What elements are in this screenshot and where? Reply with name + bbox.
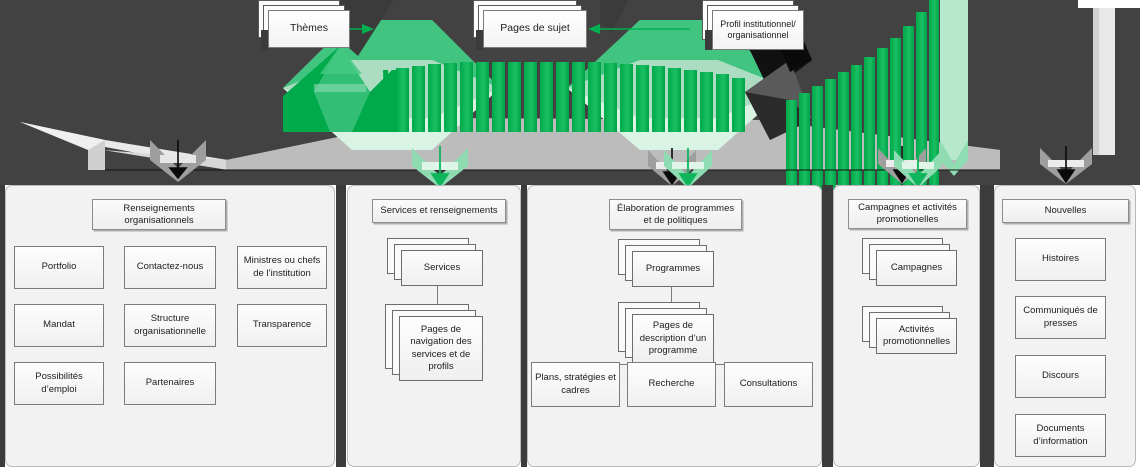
node-services[interactable]: Services — [387, 238, 483, 286]
node-programmes[interactable]: Programmes — [618, 239, 714, 287]
node-contactez-nous[interactable]: Contactez-nous — [124, 246, 216, 289]
stack-dark-edge — [705, 30, 713, 50]
panel-separator-1 — [336, 185, 346, 467]
node-communiques-de-presses[interactable]: Communiqués de presses — [1015, 296, 1106, 339]
top-node-label: Thèmes — [268, 10, 350, 48]
white-corner-cut — [1078, 0, 1140, 8]
top-node-pages-de-sujet[interactable]: Pages de sujet — [473, 0, 587, 50]
arrow-down-panel-2 — [412, 146, 468, 188]
node-label: Pages de navigation des services et de p… — [399, 316, 483, 381]
node-ministres-ou-chefs-de-l-institution[interactable]: Ministres ou chefs de l’institution — [237, 246, 327, 289]
panel-header[interactable]: Nouvelles — [1002, 199, 1129, 223]
green-stripe-fan-center — [283, 46, 745, 132]
node-label: Programmes — [632, 251, 714, 287]
node-mandat[interactable]: Mandat — [14, 304, 104, 347]
node-activites-promotionnelles[interactable]: Activités promotionnelles — [862, 306, 957, 354]
panel-header[interactable]: Services et renseignements — [372, 199, 506, 223]
panel-separator-left-edge — [0, 185, 5, 467]
arrow-down-panel-3 — [648, 148, 712, 188]
panel-separator-4 — [980, 185, 994, 467]
node-documents-d-information[interactable]: Documents d’information — [1015, 414, 1106, 457]
connector-programmes-to-description — [671, 287, 672, 302]
node-pages-de-description-d-un-programme[interactable]: Pages de description d’un programme — [618, 302, 714, 364]
node-recherche[interactable]: Recherche — [627, 362, 716, 407]
node-discours[interactable]: Discours — [1015, 355, 1106, 398]
connector-services-to-pages — [437, 286, 438, 304]
top-node-label: Pages de sujet — [483, 10, 587, 48]
top-node-profil-institutionnel-organisationnel[interactable]: Profil institutionnel/ organisationnel — [702, 0, 804, 50]
panel-header[interactable]: Renseignements organisationnels — [92, 199, 226, 230]
node-partenaires[interactable]: Partenaires — [124, 362, 216, 405]
node-label: Services — [401, 250, 483, 286]
panel-header[interactable]: Campagnes et activités promotionelles — [848, 199, 967, 229]
arrow-down-panel-1 — [150, 140, 206, 182]
node-pages-de-navigation-des-services-et-de-profils[interactable]: Pages de navigation des services et de p… — [385, 304, 483, 381]
panel-header[interactable]: Élaboration de programmes et de politiqu… — [609, 199, 742, 230]
node-transparence[interactable]: Transparence — [237, 304, 327, 347]
panel-separator-3 — [822, 185, 833, 467]
stack-dark-edge — [476, 30, 484, 50]
node-structure-organisationnelle[interactable]: Structure organisationnelle — [124, 304, 216, 347]
top-node-label: Profil institutionnel/ organisationnel — [712, 10, 804, 50]
arrow-down-panel-4 — [878, 146, 942, 188]
stack-dark-edge — [261, 30, 269, 50]
panel-elaboration-de-programmes-et-de-politiques: Élaboration de programmes et de politiqu… — [527, 185, 822, 467]
panel-renseignements-organisationnels: Renseignements organisationnels Portfoli… — [5, 185, 335, 467]
node-label: Activités promotionnelles — [876, 318, 957, 354]
node-consultations[interactable]: Consultations — [724, 362, 813, 407]
node-possibilites-d-emploi[interactable]: Possibilités d’emploi — [14, 362, 104, 405]
green-stripe-fan-right — [786, 0, 968, 190]
top-node-themes[interactable]: Thèmes — [258, 0, 350, 50]
node-label: Pages de description d’un programme — [632, 314, 714, 364]
panel-campagnes-et-activites-promotionelles: Campagnes et activités promotionelles Ca… — [833, 185, 980, 467]
panel-nouvelles: Nouvelles Histoires Communiqués de press… — [994, 185, 1136, 467]
node-portfolio[interactable]: Portfolio — [14, 246, 104, 289]
panel-separator-2 — [521, 185, 527, 467]
node-label: Campagnes — [876, 250, 957, 286]
node-histoires[interactable]: Histoires — [1015, 238, 1106, 281]
arrow-down-panel-5 — [1040, 146, 1092, 184]
panel-services-et-renseignements: Services et renseignements Services Page… — [347, 185, 521, 467]
node-plans-strategies-et-cadres[interactable]: Plans, stratégies et cadres — [531, 362, 620, 407]
right-edge-filler — [1136, 185, 1140, 467]
node-campagnes[interactable]: Campagnes — [862, 238, 957, 286]
